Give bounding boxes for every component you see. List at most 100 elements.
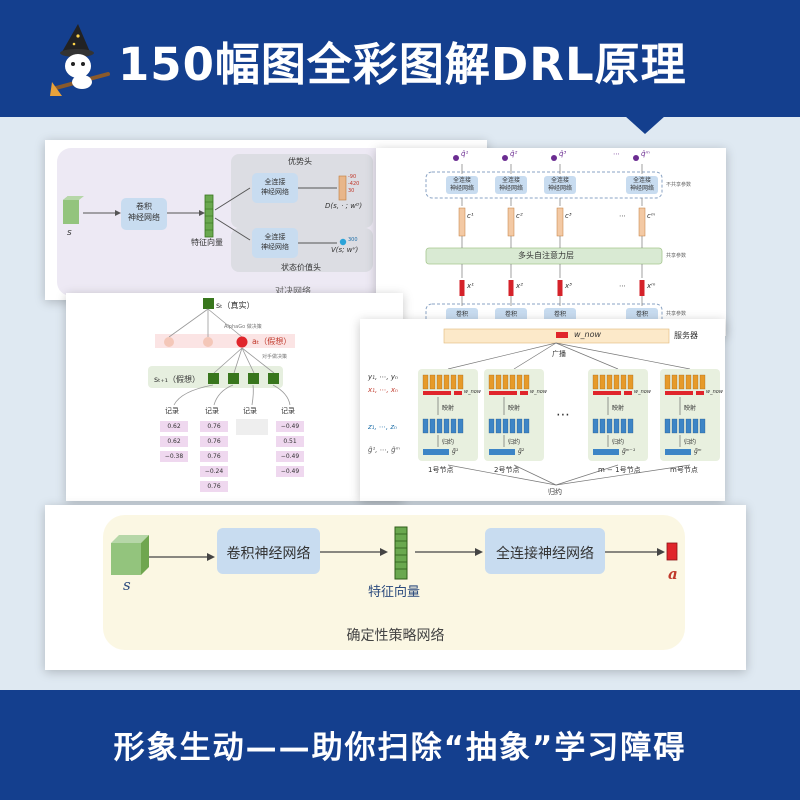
policy-output bbox=[666, 542, 678, 561]
context-vector bbox=[556, 207, 564, 237]
policy-fc-label: 全连接神经网络 bbox=[496, 546, 594, 562]
dueling-caption: 对决网络 bbox=[275, 287, 312, 297]
fc-cell-label: 全连接 神经网络 bbox=[498, 177, 523, 192]
fc-cell-label: 全连接 神经网络 bbox=[547, 177, 572, 192]
record-value: −0.49 bbox=[276, 466, 304, 477]
output-dot bbox=[633, 155, 639, 161]
value-output-dot bbox=[339, 238, 347, 246]
output-label: q̂³ bbox=[559, 150, 567, 158]
parallel-panel: w_now 服务器 广播 y₁, ⋯, yₙ x₁, ⋯, xₙ z₁, ⋯, … bbox=[360, 319, 725, 501]
record-header: 记录 bbox=[281, 407, 295, 415]
page-title: 150幅图全彩图解DRL原理 bbox=[118, 38, 687, 91]
policy-feature-vector bbox=[394, 526, 408, 580]
node-dots: ⋯ bbox=[556, 407, 570, 423]
server-params bbox=[556, 332, 568, 338]
record-value: 0.76 bbox=[200, 436, 228, 447]
policy-input-label: s bbox=[123, 576, 131, 594]
output-dot bbox=[551, 155, 557, 161]
input-label: s bbox=[67, 228, 72, 238]
w-now-label: w_now bbox=[574, 330, 602, 339]
action-node-selected bbox=[236, 336, 248, 348]
node-w-label: w_now bbox=[530, 389, 547, 395]
output-dot bbox=[453, 155, 459, 161]
input-vector bbox=[639, 280, 645, 296]
grad-label: g̃² bbox=[518, 448, 525, 455]
input-vector bbox=[508, 280, 514, 296]
map-label: 映射 bbox=[442, 405, 455, 412]
action-node-2 bbox=[203, 337, 213, 347]
footer-tagline: 形象生动——助你扫除“抽象”学习障碍 bbox=[113, 730, 687, 766]
policy-fc-box bbox=[485, 528, 605, 574]
action-label: aₜ（假想） bbox=[252, 337, 292, 346]
grad-label: g̃ᵐ⁻¹ bbox=[622, 448, 636, 455]
row-g-label: g̃¹, ⋯, g̃ᵐ bbox=[368, 446, 400, 454]
node-label: m号节点 bbox=[670, 466, 698, 474]
record-value: 0.76 bbox=[200, 481, 228, 492]
policy-conv-box bbox=[217, 528, 320, 574]
opponent-label: 对手做决策 bbox=[262, 354, 288, 360]
feature-vector bbox=[204, 194, 214, 238]
output-label: ⋯ bbox=[613, 150, 620, 158]
value-number: 300 bbox=[348, 237, 358, 243]
record-value: −0.24 bbox=[200, 466, 228, 477]
broadcast-label: 广播 bbox=[552, 350, 566, 358]
advantage-output bbox=[338, 175, 347, 201]
conv-label: 卷积 神经网络 bbox=[128, 202, 160, 222]
node-w-label: w_now bbox=[464, 389, 481, 395]
policy-panel: s 卷积神经网络 特征向量 全连接神经网络 a 确定性策略网络 bbox=[45, 505, 746, 670]
empty-record bbox=[236, 419, 268, 435]
record-value: 0.76 bbox=[200, 451, 228, 462]
value-head-label: 状态价值头 bbox=[281, 263, 321, 272]
context-label: c² bbox=[516, 212, 523, 220]
fc-group bbox=[425, 171, 663, 199]
node-w-label: w_now bbox=[706, 389, 723, 395]
input-label: ⋯ bbox=[619, 282, 626, 290]
conv-cell-label: 卷积 bbox=[455, 311, 468, 318]
fc-cell bbox=[544, 176, 576, 194]
map-label: 映射 bbox=[508, 405, 521, 412]
header-banner bbox=[0, 0, 800, 134]
record-value: 0.76 bbox=[200, 421, 228, 432]
map-label: 映射 bbox=[684, 405, 697, 412]
output-label: q̂² bbox=[510, 150, 518, 158]
root-node bbox=[203, 298, 214, 309]
wizard-cat-mascot-icon bbox=[50, 24, 110, 96]
input-label: x² bbox=[516, 282, 523, 290]
row-x-label: x₁, ⋯, xₙ bbox=[368, 386, 398, 394]
node-label: 2号节点 bbox=[494, 466, 520, 474]
context-label: c³ bbox=[565, 212, 572, 220]
reduce-label: 归约 bbox=[442, 439, 455, 446]
record-value: −0.49 bbox=[276, 421, 304, 432]
fc-bottom-label: 全连接 神经网络 bbox=[261, 233, 289, 251]
shared-label-2: 共享参数 bbox=[666, 311, 687, 317]
input-vector bbox=[459, 280, 465, 296]
input-cube bbox=[63, 200, 79, 224]
output-label: q̂¹ bbox=[461, 150, 469, 158]
context-vector bbox=[507, 207, 515, 237]
policy-caption: 确定性策略网络 bbox=[346, 628, 445, 644]
root-label: sₜ（真实） bbox=[216, 301, 255, 310]
context-vector bbox=[458, 207, 466, 237]
header-notch bbox=[625, 116, 665, 134]
adv-values: -90 -420 30 bbox=[348, 174, 360, 194]
reduce-label: 归约 bbox=[684, 439, 697, 446]
policy-input-cube bbox=[111, 543, 141, 575]
fc-top-box bbox=[252, 173, 298, 203]
node-label: 1号节点 bbox=[428, 466, 454, 474]
policy-conv-label: 卷积神经网络 bbox=[226, 546, 311, 562]
input-label: x³ bbox=[565, 282, 572, 290]
map-label: 映射 bbox=[612, 405, 625, 412]
input-label: x¹ bbox=[467, 282, 474, 290]
server-label: 服务器 bbox=[674, 331, 698, 340]
reduce-bottom-label: 归约 bbox=[548, 488, 562, 496]
shared-label-1: 共享参数 bbox=[666, 253, 687, 259]
grad-label: g̃ᵐ bbox=[694, 448, 702, 455]
input-label: xᵐ bbox=[647, 282, 656, 290]
output-dot bbox=[502, 155, 508, 161]
reduce-label: 归约 bbox=[508, 439, 521, 446]
node-label: m − 1号节点 bbox=[598, 466, 641, 474]
value-output-label: V(s; wⱽ) bbox=[331, 246, 359, 254]
next-state-label: sₜ₊₁（假想） bbox=[154, 375, 200, 384]
attention-label: 多头自注意力层 bbox=[518, 251, 574, 260]
